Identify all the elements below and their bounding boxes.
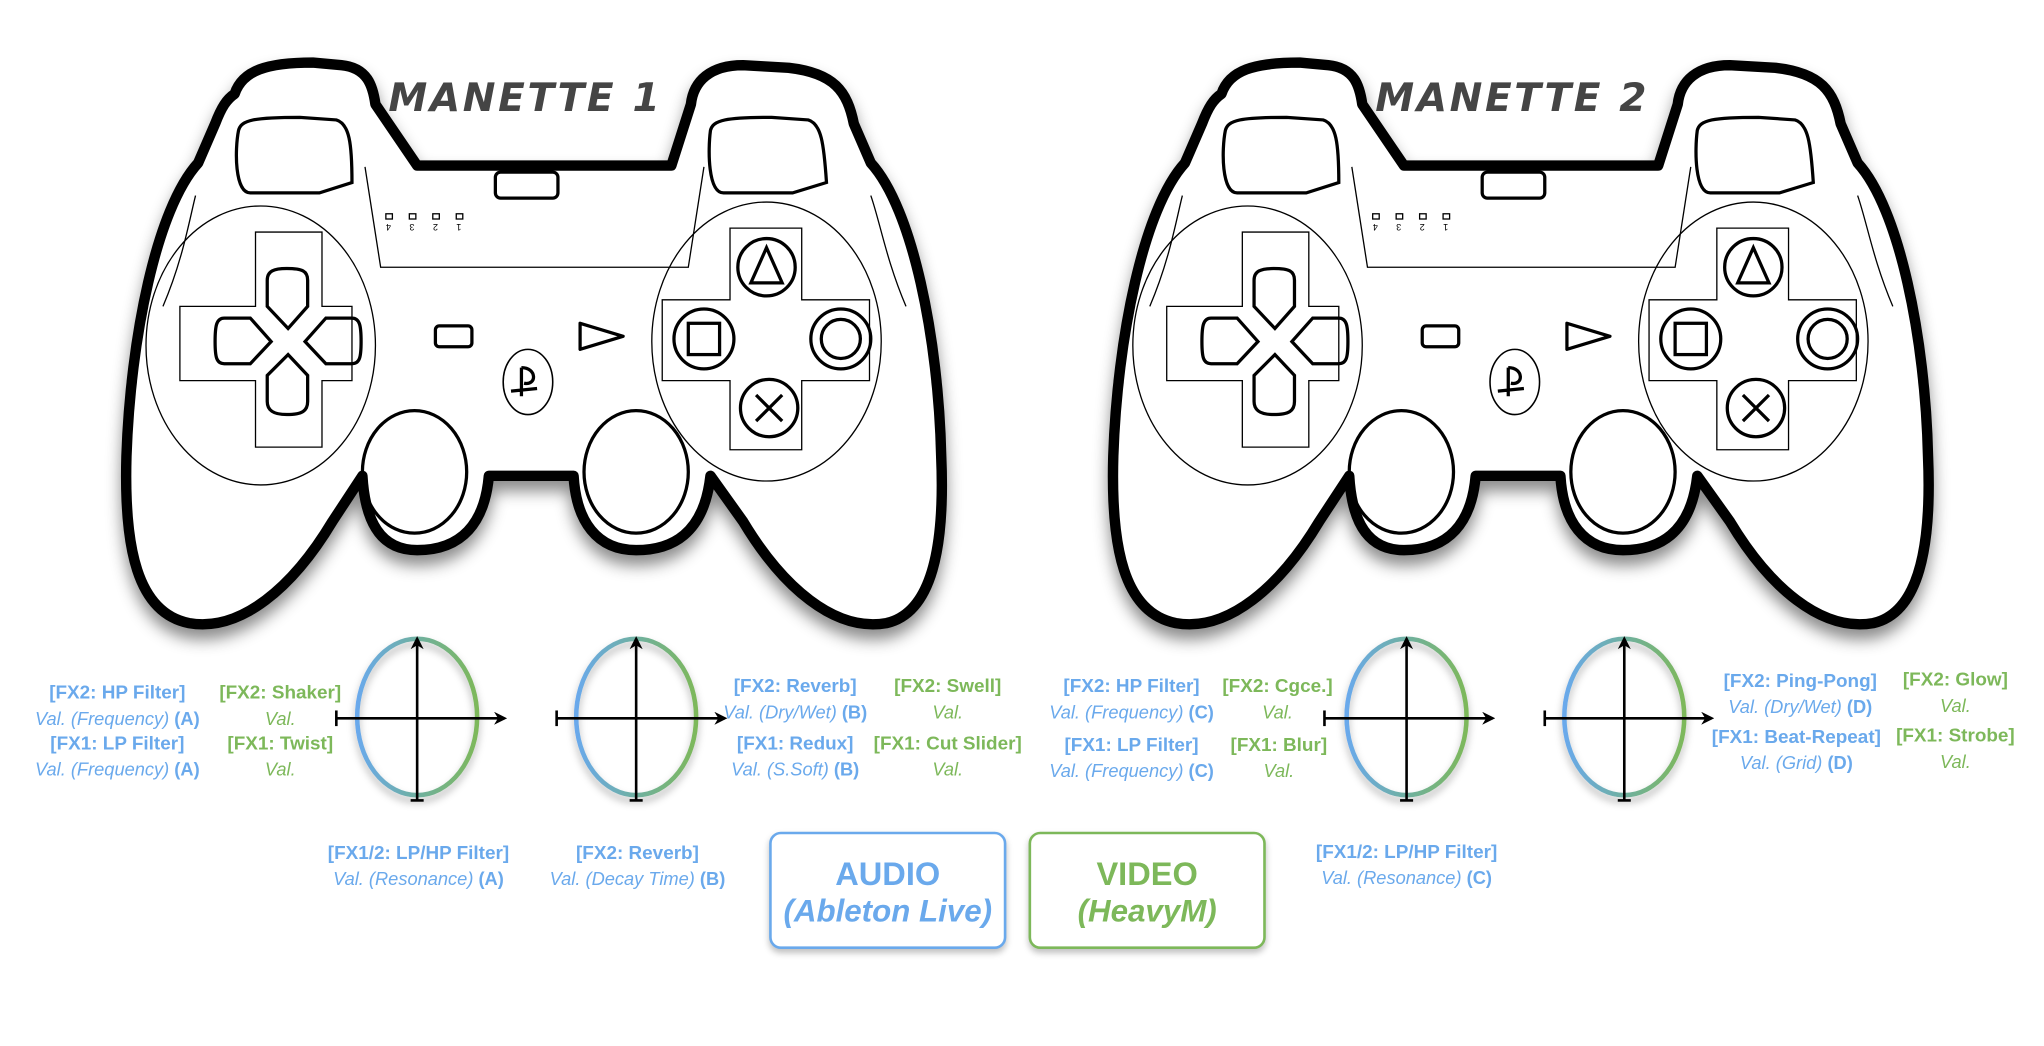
stick-diagram-c2-left bbox=[1323, 636, 1496, 802]
label-c1-right-stick-vertical: [FX2: Reverb] Val. (Decay Time) (B) bbox=[550, 842, 726, 892]
label-value: Val. (S.Soft) bbox=[731, 758, 829, 780]
label-c2-left-fx2-blue: [FX2: HP Filter] Val. (Frequency) (C) bbox=[1049, 675, 1214, 725]
label-title: [FX1: LP Filter] bbox=[1064, 735, 1199, 757]
label-tag: (A) bbox=[174, 758, 200, 780]
label-value: Val. bbox=[264, 707, 296, 729]
led-number: 1 bbox=[1443, 222, 1448, 232]
controller-2-title: MANETTE 2 bbox=[1375, 75, 1650, 122]
label-c1-right-fx2-green: [FX2: Swell] Val. bbox=[894, 675, 1001, 725]
stick-diagram-c1-right bbox=[555, 636, 728, 802]
label-title: [FX1: Beat-Repeat] bbox=[1711, 727, 1881, 749]
legend-video: VIDEO (HeavyM) bbox=[1028, 831, 1266, 950]
label-title: [FX1/2: LP/HP Filter] bbox=[327, 843, 510, 865]
label-value: Val. (Resonance) bbox=[333, 868, 474, 890]
label-value: Val. (Dry/Wet) bbox=[1728, 696, 1842, 717]
label-value: Val. bbox=[932, 701, 964, 723]
label-tag: (D) bbox=[1827, 752, 1853, 774]
stick-diagram-c1-left bbox=[335, 636, 508, 802]
label-tag: (C) bbox=[1466, 866, 1492, 888]
label-c1-right-fx1-blue: [FX1: Redux] Val. (S.Soft) (B) bbox=[731, 733, 859, 783]
controller-1-outline bbox=[126, 63, 942, 625]
label-value: Val. (Grid) bbox=[1739, 752, 1823, 774]
label-title: [FX2: Shaker] bbox=[219, 683, 342, 704]
label-value: Val. (Frequency) bbox=[35, 707, 170, 729]
label-title: [FX1: Blur] bbox=[1230, 735, 1328, 757]
label-value: Val. bbox=[1262, 701, 1293, 723]
led-number: 3 bbox=[1396, 222, 1401, 232]
legend-audio: AUDIO (Ableton Live) bbox=[769, 831, 1007, 950]
label-c2-right-fx2-blue: [FX2: Ping-Pong] Val. (Dry/Wet) (D) bbox=[1724, 670, 1877, 720]
label-tag: (C) bbox=[1188, 759, 1214, 781]
label-tag: (A) bbox=[478, 868, 504, 890]
legend-audio-subtitle: (Ableton Live) bbox=[783, 894, 993, 930]
legend-video-subtitle: (HeavyM) bbox=[1077, 894, 1217, 930]
label-c2-right-fx2-green: [FX2: Glow] Val. bbox=[1903, 669, 2008, 719]
label-title: [FX2: Swell] bbox=[894, 676, 1002, 698]
label-tag: (C) bbox=[1188, 701, 1214, 723]
led-number: 4 bbox=[386, 222, 391, 232]
label-title: [FX1: Redux] bbox=[736, 733, 854, 755]
label-c2-left-stick-vertical: [FX1/2: LP/HP Filter] Val. (Resonance) (… bbox=[1316, 841, 1497, 891]
label-value: Val. (Frequency) bbox=[1049, 701, 1184, 723]
label-value: Val. (Frequency) bbox=[1049, 759, 1184, 781]
label-value: Val. (Decay Time) bbox=[549, 868, 695, 890]
led-number: 4 bbox=[1373, 222, 1378, 232]
label-title: [FX2: Ping-Pong] bbox=[1723, 671, 1877, 693]
label-c1-left-fx2-blue: [FX2: HP Filter] Val. (Frequency) (A) bbox=[35, 682, 200, 732]
label-value: Val. bbox=[1940, 694, 1971, 716]
stick-diagram-c2-right bbox=[1543, 636, 1715, 802]
label-title: [FX2: Reverb] bbox=[576, 843, 699, 865]
label-tag: (B) bbox=[833, 758, 860, 780]
label-tag: (B) bbox=[841, 701, 868, 723]
label-title: [FX2: Cgce.] bbox=[1222, 676, 1333, 698]
label-c1-left-fx1-blue: [FX1: LP Filter] Val. (Frequency) (A) bbox=[35, 733, 200, 783]
label-c2-right-fx1-blue: [FX1: Beat-Repeat] Val. (Grid) (D) bbox=[1712, 726, 1881, 776]
label-value: Val. bbox=[1940, 750, 1971, 772]
legend-video-title: VIDEO bbox=[1096, 856, 1198, 893]
legend-audio-title: AUDIO bbox=[835, 856, 941, 893]
controller-2-outline bbox=[1113, 63, 1929, 625]
label-title: [FX2: HP Filter] bbox=[49, 683, 186, 704]
controller-1-title: MANETTE 1 bbox=[388, 75, 663, 122]
label-title: [FX1: Twist] bbox=[227, 733, 334, 755]
led-number: 1 bbox=[456, 222, 461, 232]
label-c1-right-fx1-green: [FX1: Cut Slider] Val. bbox=[874, 733, 1022, 783]
led-number: 2 bbox=[433, 222, 438, 232]
label-tag: (B) bbox=[699, 868, 726, 890]
led-number: 2 bbox=[1420, 222, 1425, 232]
label-title: [FX2: Glow] bbox=[1902, 670, 2008, 691]
label-value: Val. (Resonance) bbox=[1321, 866, 1462, 888]
label-title: [FX1: Cut Slider] bbox=[873, 733, 1022, 755]
label-c1-left-stick-vertical: [FX1/2: LP/HP Filter] Val. (Resonance) (… bbox=[328, 842, 509, 892]
label-c1-right-fx2-blue: [FX2: Reverb] Val. (Dry/Wet) (B) bbox=[723, 675, 867, 725]
label-tag: (A) bbox=[174, 707, 200, 729]
label-c2-left-fx1-green: [FX1: Blur] Val. bbox=[1231, 734, 1328, 784]
label-title: [FX2: Reverb] bbox=[733, 676, 857, 698]
label-c2-left-fx2-green: [FX2: Cgce.] Val. bbox=[1222, 675, 1332, 725]
label-value: Val. bbox=[932, 758, 964, 780]
label-title: [FX2: HP Filter] bbox=[1063, 676, 1200, 698]
label-title: [FX1/2: LP/HP Filter] bbox=[1315, 842, 1498, 863]
led-number: 3 bbox=[409, 222, 414, 232]
label-tag: (D) bbox=[1846, 696, 1873, 717]
label-c1-left-fx1-green: [FX1: Twist] Val. bbox=[227, 733, 333, 783]
label-c1-left-fx2-green: [FX2: Shaker] Val. bbox=[219, 682, 341, 732]
label-value: Val. (Dry/Wet) bbox=[723, 701, 837, 723]
label-title: [FX1: Strobe] bbox=[1896, 726, 2015, 747]
label-c2-right-fx1-green: [FX1: Strobe] Val. bbox=[1896, 725, 2015, 775]
label-value: Val. bbox=[1263, 759, 1295, 781]
label-value: Val. bbox=[264, 758, 296, 780]
label-title: [FX1: LP Filter] bbox=[50, 733, 185, 755]
label-c2-left-fx1-blue: [FX1: LP Filter] Val. (Frequency) (C) bbox=[1049, 734, 1214, 784]
label-value: Val. (Frequency) bbox=[35, 758, 170, 780]
